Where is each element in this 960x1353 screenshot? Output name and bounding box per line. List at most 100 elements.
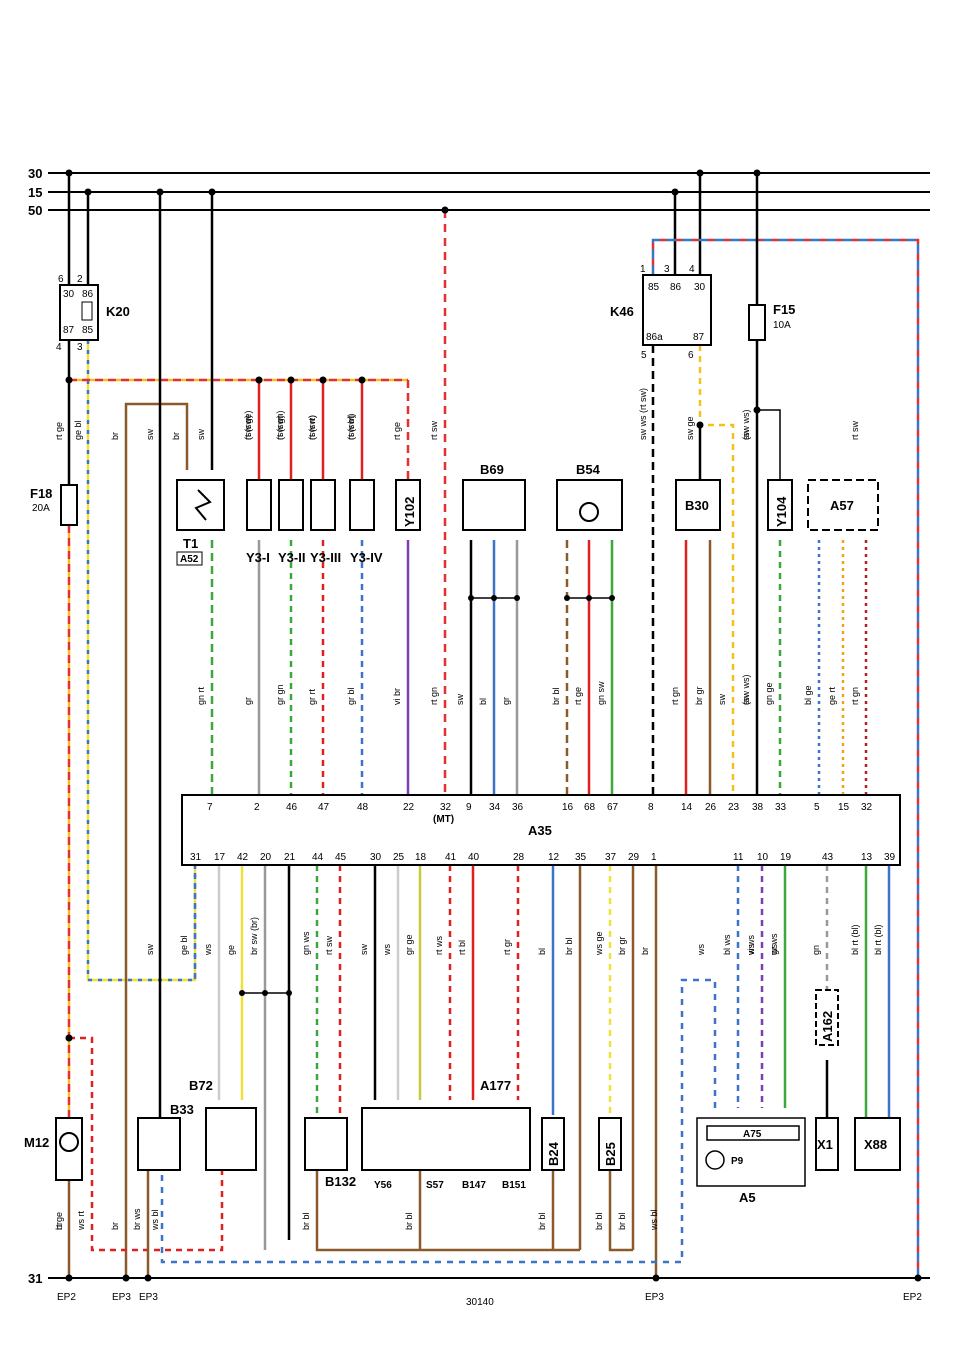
wire-color-label: gr gn xyxy=(275,684,285,705)
t1-sub: A52 xyxy=(180,554,199,565)
b72-sensor xyxy=(205,1107,257,1171)
a35-pin: 14 xyxy=(681,802,693,813)
k46-inner: 86a xyxy=(646,332,663,343)
ground-ep3: EP3 xyxy=(112,1292,131,1303)
gear-icon xyxy=(579,502,599,522)
a57-label: A57 xyxy=(830,498,854,513)
wire-color-label: rt (sw) xyxy=(307,415,317,440)
wire-color-label: gn xyxy=(811,945,821,955)
a35-pin: 67 xyxy=(607,802,619,813)
a35-pin: 19 xyxy=(780,852,792,863)
f15-rating: 10A xyxy=(773,320,791,331)
wire-color-label: rt (sw) xyxy=(346,415,356,440)
wire-color-label: ge rt xyxy=(827,686,837,705)
wire-color-label: bl rt (bl) xyxy=(873,924,883,955)
wire-color-label: rt sw xyxy=(850,421,860,440)
a35-pin: 23 xyxy=(728,802,740,813)
x88-label: X88 xyxy=(864,1137,887,1152)
a35-pin: 8 xyxy=(648,802,654,813)
y3-iv-label: Y3-IV xyxy=(350,550,383,565)
wire-color-label: ge bl xyxy=(73,420,83,440)
a35-pin: 31 xyxy=(190,852,202,863)
a75-box xyxy=(706,1125,800,1141)
b54-label: B54 xyxy=(576,462,601,477)
f18-label: F18 xyxy=(30,486,52,501)
wire-color-label: rt bl xyxy=(457,940,467,955)
a35-pin: 45 xyxy=(335,852,347,863)
wire-color-label: rt sw xyxy=(429,421,439,440)
b24-sensor xyxy=(541,1117,565,1171)
wire-color-label: br gr xyxy=(694,686,704,705)
a35-pin: 25 xyxy=(393,852,405,863)
y3-iii-label: Y3-III xyxy=(310,550,341,565)
a35-pin: 37 xyxy=(605,852,617,863)
wire-color-label: ws xyxy=(769,944,779,956)
wire-color-label: rt sw xyxy=(324,936,334,955)
wire-color-label: br bl xyxy=(617,1212,627,1230)
k46-relay xyxy=(642,274,712,346)
a35-pin: 15 xyxy=(838,802,850,813)
k20-pin: 6 xyxy=(58,274,64,285)
a35-pin: 38 xyxy=(752,802,764,813)
a35-pin: 32 xyxy=(440,802,452,813)
wire-color-label: gn ge xyxy=(764,682,774,705)
wire-color-label: br bl xyxy=(404,1212,414,1230)
k46-pin: 3 xyxy=(664,264,670,275)
wire-color-label: ws xyxy=(382,944,392,956)
b69-label: B69 xyxy=(480,462,504,477)
y104-valve xyxy=(767,479,793,531)
ground-ep2: EP2 xyxy=(903,1292,922,1303)
a35-pin: 29 xyxy=(628,852,640,863)
a35-pin: 12 xyxy=(548,852,560,863)
p9-label: P9 xyxy=(731,1156,744,1167)
x88-connector xyxy=(854,1117,901,1171)
wire-color-label: ws xyxy=(203,944,213,956)
a177-sub: S57 xyxy=(426,1180,444,1191)
b72-label: B72 xyxy=(189,1078,213,1093)
wire-color-label: vi ws xyxy=(746,935,756,955)
a35-pin: 68 xyxy=(584,802,596,813)
a35-mt: (MT) xyxy=(433,814,454,825)
a35-pin: 11 xyxy=(733,852,744,863)
wire-color-label: rt gn xyxy=(670,687,680,705)
bus-label-15: 15 xyxy=(28,185,42,200)
b33-label: B33 xyxy=(170,1102,194,1117)
x1-label: X1 xyxy=(817,1137,833,1152)
a177-throttle xyxy=(361,1107,531,1171)
y102-label: Y102 xyxy=(402,497,417,527)
f18-fuse xyxy=(60,484,78,526)
k46-pin: 1 xyxy=(640,264,646,275)
wire-color-label: rt ge xyxy=(573,687,583,705)
a35-pin: 32 xyxy=(861,802,873,813)
ground-ep3: EP3 xyxy=(139,1292,158,1303)
bus-label-50: 50 xyxy=(28,203,42,218)
wire-color-label: rt ge xyxy=(54,1212,64,1230)
wire-color-label: gn rt xyxy=(196,686,206,705)
a35-pin: 13 xyxy=(861,852,873,863)
wire-color-label: (sw gn) xyxy=(275,410,285,440)
wire-color-label: gr ws xyxy=(769,933,779,955)
a35-pin: 10 xyxy=(757,852,769,863)
wire-color-label: br bl xyxy=(564,937,574,955)
wire-color-label: br gr xyxy=(617,936,627,955)
a35-pin: 41 xyxy=(445,852,457,863)
a5-label: A5 xyxy=(739,1190,756,1205)
wire-color-label: gn ws xyxy=(301,931,311,955)
k20-inner: 87 xyxy=(63,325,75,336)
wire-color-label: br xyxy=(171,432,181,440)
a35-pin: 21 xyxy=(284,852,296,863)
wire-color-label: br xyxy=(54,1222,64,1230)
a75-label: A75 xyxy=(743,1129,762,1140)
k46-pin: 5 xyxy=(641,350,647,361)
f15-label: F15 xyxy=(773,302,795,317)
wire-color-label: br bl xyxy=(301,1212,311,1230)
bus-label-30: 30 xyxy=(28,166,42,181)
k20-inner: 30 xyxy=(63,289,75,300)
wire-color-label: ws bl xyxy=(150,1209,160,1231)
ground-ep3: EP3 xyxy=(645,1292,664,1303)
k46-inner: 85 xyxy=(648,282,660,293)
wire-color-label: sw xyxy=(717,694,727,706)
wire-color-label: sw xyxy=(359,944,369,956)
